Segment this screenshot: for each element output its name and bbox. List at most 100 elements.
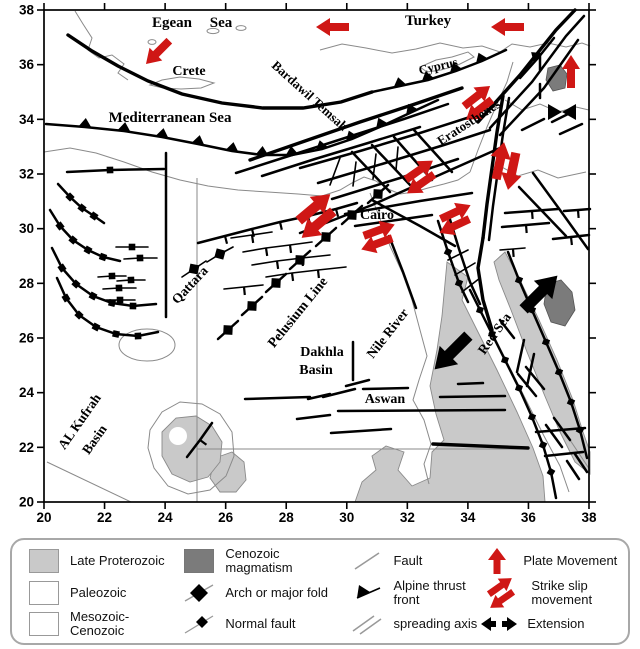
legend-item-late-proterozoic: Late Proterozoic <box>26 549 181 573</box>
dakhla-2 <box>344 378 371 388</box>
nwd-5 <box>223 284 264 296</box>
oasis-contour <box>118 328 176 362</box>
delta-v1 <box>352 161 357 187</box>
delta-v4 <box>329 157 341 186</box>
delta-5 <box>298 146 502 235</box>
legend-label: Late Proterozoic <box>70 552 165 568</box>
asw-2 <box>243 395 312 401</box>
nwd-2 <box>242 241 313 257</box>
place-label: Dakhla <box>300 345 344 360</box>
suez-normal-fault <box>436 219 470 304</box>
legend-label: Alpine thrust front <box>393 577 466 607</box>
delta-x2 <box>370 143 414 189</box>
nwd-4 <box>265 266 347 282</box>
island <box>206 27 220 35</box>
gulf-of-aqaba <box>476 236 494 332</box>
strike-slip-arrow-pair <box>291 185 341 247</box>
lat-tick-label: 30 <box>19 221 34 236</box>
spreading-3a <box>565 459 581 481</box>
axis-seg-2 <box>515 338 526 374</box>
bardawil-line <box>248 86 464 162</box>
delta-v3 <box>395 146 399 171</box>
legend-label: Paleozoic <box>70 584 127 600</box>
place-label: Cairo <box>360 208 394 223</box>
late-proterozoic-swatch <box>26 549 62 573</box>
asw-8 <box>431 442 530 450</box>
arch-line <box>65 166 166 174</box>
lat-tick-label: 28 <box>19 276 35 291</box>
delta-2 <box>316 128 492 185</box>
pelusium-fold-5 <box>314 226 338 248</box>
lon-tick-label: 24 <box>158 510 174 525</box>
wd-s3 <box>97 272 127 280</box>
axis-seg-1 <box>498 318 516 340</box>
lat-tick-label: 38 <box>19 3 35 18</box>
place-label: Bardawil Temsah <box>269 58 352 135</box>
sinai-2 <box>454 262 476 276</box>
lon-tick-label: 38 <box>581 510 597 525</box>
lon-tick-label: 26 <box>218 510 234 525</box>
cairo-suez <box>370 198 457 248</box>
plate-movement-arrow <box>491 18 524 36</box>
wd-s5 <box>102 284 137 292</box>
qattara-fold-2 <box>181 260 207 278</box>
legend-label: spreading axis <box>393 616 478 632</box>
lon-tick-label: 28 <box>279 510 295 525</box>
legend-label: Plate Movement <box>523 552 618 568</box>
lev-1 <box>503 207 560 220</box>
wd-arc-4 <box>55 276 160 340</box>
place-label: Pelusium Line <box>265 275 331 351</box>
delta-x1 <box>350 150 392 194</box>
wd-s4 <box>116 276 146 284</box>
lev-diag-2 <box>517 185 568 238</box>
wd-arc-1 <box>56 182 106 225</box>
asw-7 <box>438 394 507 399</box>
legend-label: Fault <box>393 552 423 568</box>
strike-slip-arrow-pair <box>435 196 475 242</box>
legend-label: Strike slip movement <box>531 577 593 607</box>
lev-2 <box>562 207 592 219</box>
arrows-layer <box>139 18 580 379</box>
asw-4 <box>361 386 410 391</box>
sinai-1 <box>447 249 469 261</box>
legend-label: Arch or major fold <box>225 584 328 600</box>
legend: Late Proterozoic Paleozoic Mesozoic-Ceno… <box>10 538 630 645</box>
legend-item-strike-slip-movement: Strike slip movement <box>479 576 622 610</box>
qattara-fold-1 <box>206 246 234 263</box>
lat-tick-label: 22 <box>19 440 34 455</box>
legend-label: Mesozoic-Cenozoic <box>70 609 130 639</box>
legend-item-arch-or-major-fold: Arch or major fold <box>181 580 349 606</box>
asw-3 <box>295 413 332 421</box>
alpine-thrust-icon <box>349 580 385 606</box>
lon-tick-label: 22 <box>97 510 112 525</box>
spreading-1b <box>524 365 546 391</box>
pelusium-fold-3 <box>264 272 288 294</box>
lat-tick-label: 32 <box>19 167 34 182</box>
place-label: Egean <box>152 15 193 31</box>
lev-3 <box>500 221 551 234</box>
coastal-seg <box>456 381 485 386</box>
legend-item-cenozoic-magmatism: Cenozoic magmatism <box>181 546 349 576</box>
plate-movement-icon <box>479 546 515 576</box>
place-label: Cyprus <box>417 55 459 78</box>
island <box>147 39 157 45</box>
paleozoic-swatch <box>26 581 62 605</box>
asw-9 <box>534 426 587 434</box>
legend-item-alpine-thrust-front: Alpine thrust front <box>349 577 479 608</box>
place-label: Aswan <box>365 392 406 407</box>
place-label: Turkey <box>405 13 452 29</box>
place-label: Red Sea <box>475 310 514 357</box>
dead-sea-transform <box>481 94 505 240</box>
hellenic-arc <box>66 33 374 110</box>
dakhla-3 <box>306 392 332 401</box>
axis-seg-3 <box>525 352 536 388</box>
lat-tick-label: 34 <box>19 112 35 127</box>
kufrah-fold <box>185 421 214 459</box>
lat-tick-label: 24 <box>19 385 35 400</box>
fault-icon <box>349 548 385 574</box>
aswan-long-fault <box>336 408 507 413</box>
kufrah-contour <box>147 401 235 495</box>
